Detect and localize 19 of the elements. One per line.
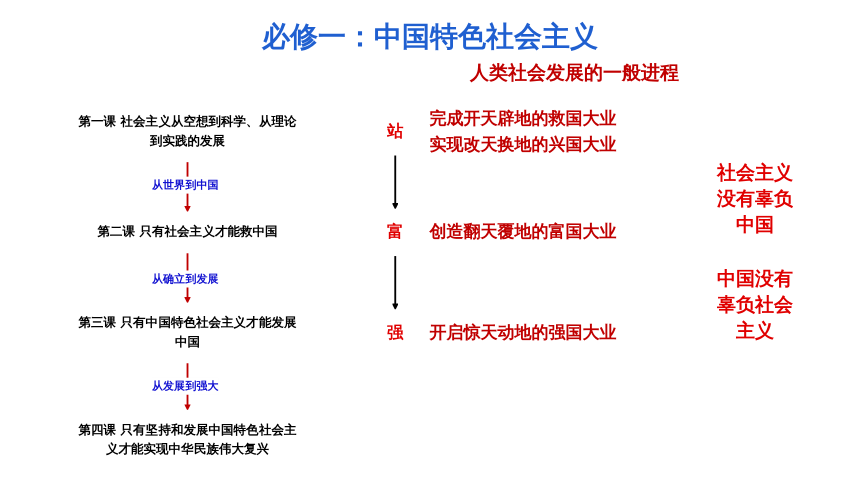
edge-label: 从发展到强大 bbox=[152, 379, 219, 392]
note-text: 创造翻天覆地的富国大业 bbox=[430, 221, 617, 244]
note-text: 完成开天辟地的救国大业 bbox=[430, 108, 617, 131]
note-text: 中国没有辜负社会主义 bbox=[716, 267, 794, 344]
note-text: 人类社会发展的一般进程 bbox=[470, 61, 679, 86]
node-text: 第一课 社会主义从空想到科学、从理论到实践的发展 bbox=[78, 114, 297, 148]
arrow bbox=[392, 155, 398, 210]
note-text: 社会主义没有辜负中国 bbox=[716, 161, 794, 238]
note-text: 开启惊天动地的强国大业 bbox=[430, 322, 617, 345]
arrow bbox=[392, 256, 398, 310]
edge-label: 从确立到发展 bbox=[152, 272, 219, 286]
node-text: 第三课 只有中国特色社会主义才能发展中国 bbox=[78, 316, 297, 350]
node-text: 富 bbox=[387, 223, 404, 242]
node-text: 第四课 只有坚持和发展中国特色社会主义才能实现中华民族伟大复兴 bbox=[78, 422, 297, 456]
title: 必修一：中国特色社会主义 bbox=[260, 19, 599, 55]
node-text: 第二课 只有社会主义才能救中国 bbox=[97, 224, 278, 240]
node-text: 强 bbox=[387, 324, 404, 342]
edge-label: 从世界到中国 bbox=[152, 178, 219, 192]
note-text: 实现改天换地的兴国大业 bbox=[430, 134, 617, 157]
